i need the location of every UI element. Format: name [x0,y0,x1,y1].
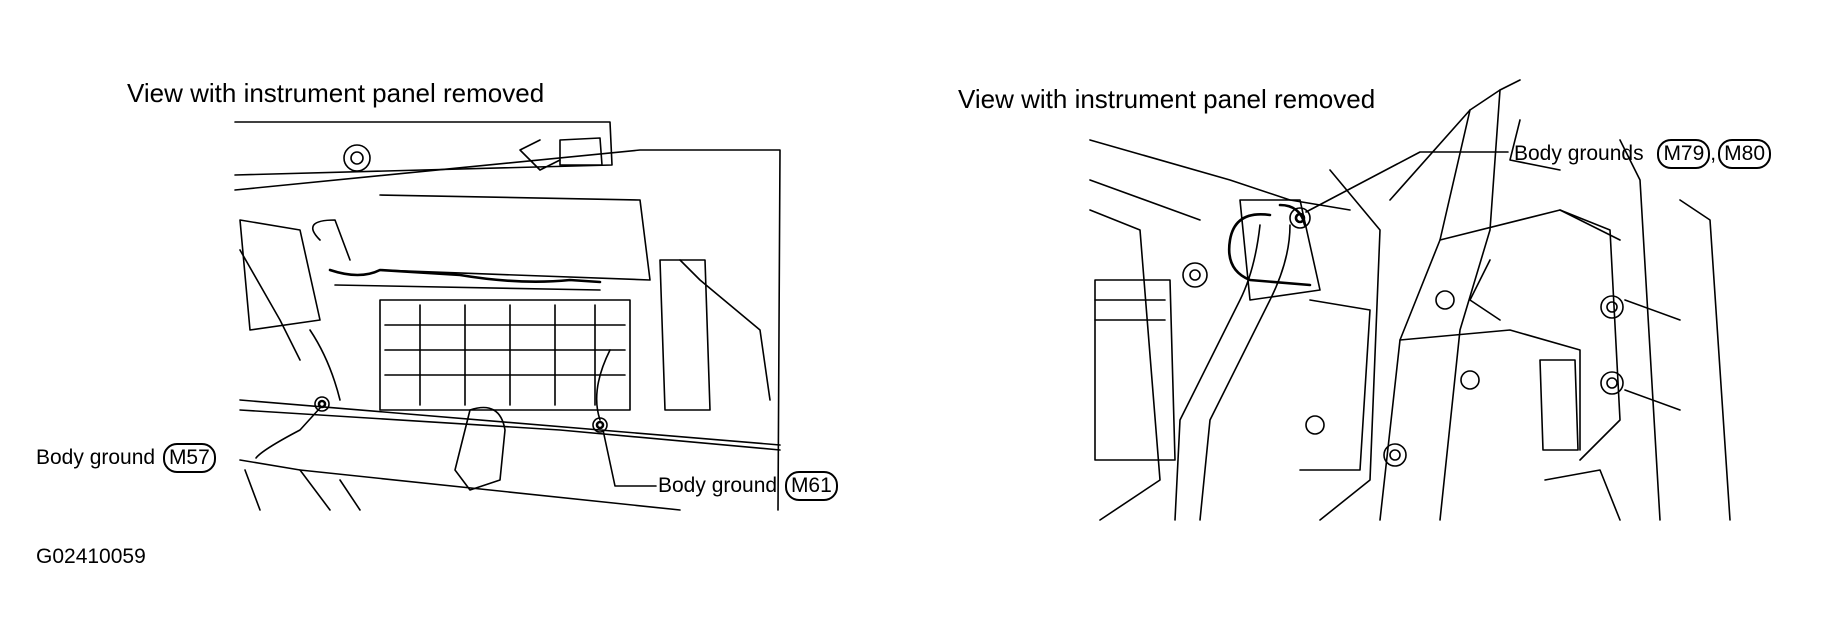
connector-badge-m57: M57 [162,443,216,473]
connector-separator: , [1710,142,1717,165]
callout-label: Body grounds [1514,142,1644,165]
fuse-grid-left [384,304,626,406]
connector-badge-m79: M79 [1657,139,1711,169]
leader-line-m79-m80 [1305,151,1509,213]
connector-badge-m80: M80 [1718,139,1771,169]
connector-badge-m61: M61 [784,471,838,501]
left-view-title: View with instrument panel removed [127,78,545,108]
callout-label: Body ground [658,474,778,497]
leader-line-m61 [602,429,657,487]
right-ground-area-drawing [1089,79,1731,521]
left-instrument-area-drawing [234,121,781,511]
callout-body-grounds-m79-m80: Body grounds M79,M80 [1514,139,1771,169]
right-view-title: View with instrument panel removed [958,84,1376,114]
callout-body-ground-m61: Body ground M61 [658,471,838,501]
leader-line-m57 [255,407,321,459]
figure-code: G02410059 [36,545,146,568]
callout-body-ground-m57: Body ground M57 [36,443,216,473]
callout-label: Body ground [36,446,156,469]
